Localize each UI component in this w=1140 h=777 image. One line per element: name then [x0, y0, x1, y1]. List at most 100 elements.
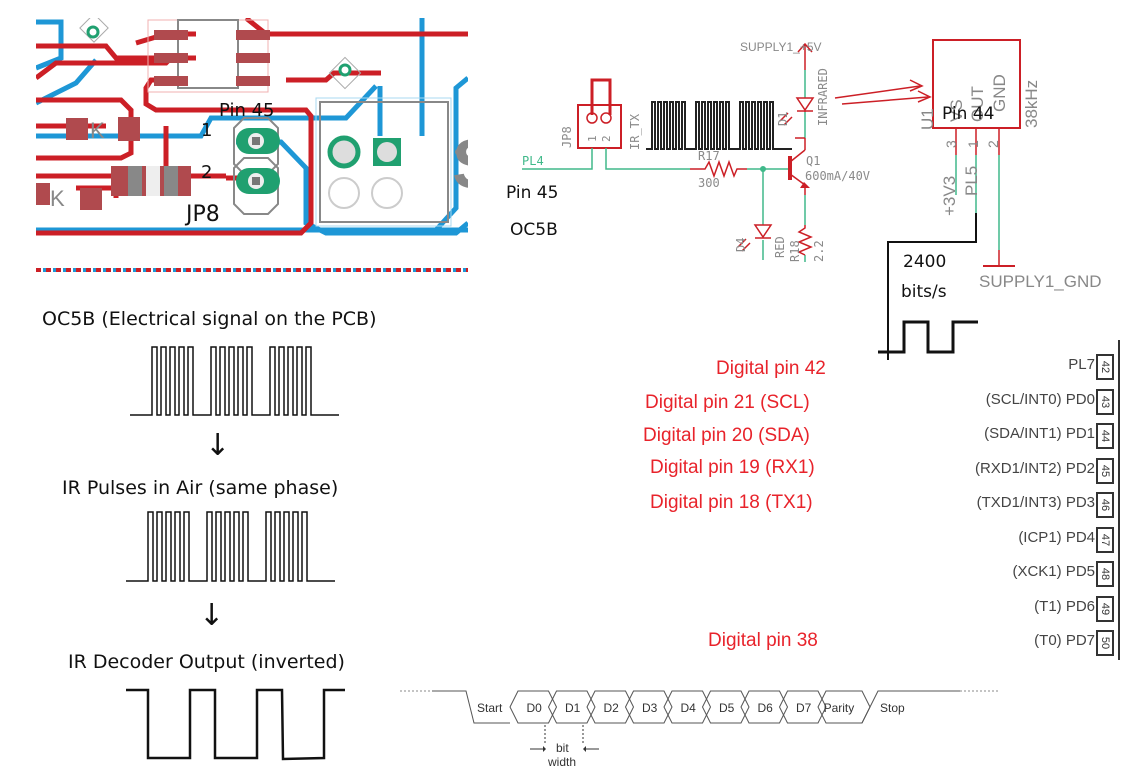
uart-field-d6: D6 — [757, 701, 773, 715]
port-pin-number-box: 49 — [1096, 595, 1114, 622]
d1-ref: D1 — [776, 111, 790, 126]
d4-value: RED — [773, 236, 787, 258]
digital-pin-label: Digital pin 20 (SDA) — [643, 425, 810, 446]
r17-ref: R17 — [698, 149, 720, 163]
arrow-down-icon: ↓ — [205, 428, 231, 463]
port-pin-number-box: 50 — [1096, 630, 1114, 656]
ir-pulses-waveform — [126, 511, 335, 582]
oc5b-waveform — [130, 346, 339, 416]
pcb-pad1-label: 1 — [201, 120, 213, 141]
uart-bit-cell — [586, 690, 635, 724]
uart-field-parity: Parity — [823, 701, 855, 715]
uart-field-d3: D3 — [641, 701, 658, 715]
port-pin-number-box: 46 — [1096, 492, 1114, 518]
uart-start-edge — [432, 690, 510, 724]
port-pin-number: 49 — [1099, 602, 1111, 615]
r18-ref: R18 — [788, 240, 802, 262]
decoder-title: IR Decoder Output (inverted) — [68, 651, 345, 673]
port-pin-name: (T1) PD6 — [1034, 597, 1095, 615]
port-pin-name: (ICP1) PD4 — [1018, 528, 1095, 546]
r18-value: 2.2 — [812, 240, 826, 262]
d1-value: INFRARED — [816, 68, 830, 126]
port-pin-name: (XCK1) PD5 — [1012, 563, 1095, 580]
pcb-pin-label: Pin 45 — [219, 100, 275, 121]
uart-bit-cell — [701, 690, 750, 724]
u1-pinnum-1: 1 — [965, 140, 981, 148]
uart-field-d1: D1 — [564, 701, 581, 715]
port-pin-name: (SCL/INT0) PD0 — [985, 390, 1095, 408]
port-pin-number: 50 — [1099, 636, 1111, 650]
pl4-net-label: PL4 — [522, 154, 544, 168]
sch-pin45-label: Pin 45 — [506, 183, 559, 203]
u1-pinnum-2: 2 — [985, 140, 1001, 148]
svg-text:S: S — [452, 125, 468, 203]
port-pin-number-box: 48 — [1096, 561, 1114, 587]
port-pin-name: PL7 — [1068, 356, 1095, 373]
mcu-body-edge — [1118, 340, 1120, 660]
jp8-sch-label: JP8 — [560, 126, 574, 148]
uart-bit-cell — [547, 690, 596, 724]
pcb-layout: K K S Pin 45 1 2 JP8 — [36, 18, 468, 276]
baud-unit: bits/s — [901, 282, 947, 302]
port-pin-number: 44 — [1099, 429, 1111, 443]
q1-ref: Q1 — [806, 154, 821, 168]
u1-freq: 38kHz — [1022, 79, 1041, 128]
port-pin-number: 43 — [1099, 395, 1111, 408]
digital-pin-label: Digital pin 21 (SCL) — [645, 392, 810, 413]
uart-frame-diagram: Start D0 D1 D2 D3 D4 D5 D6 D7 Parity Stop bit widt… — [400, 685, 1000, 775]
uart-field-stop: Stop — [880, 701, 905, 715]
oc5b-title: OC5B (Electrical signal on the PCB) — [42, 308, 377, 330]
q1-value: 600mA/40V — [805, 169, 871, 183]
u1-pinnum-3: 3 — [943, 140, 959, 148]
baud-value: 2400 — [903, 252, 947, 272]
port-pin-number-box: 43 — [1096, 388, 1114, 415]
uart-field-d0: D0 — [526, 701, 542, 715]
pcb-traces: K K S — [36, 18, 468, 272]
port-pin-number: 42 — [1099, 360, 1111, 374]
uart-bit-cell — [509, 690, 558, 724]
uart-field-d4: D4 — [680, 701, 696, 715]
r17-value: 300 — [698, 176, 720, 190]
ir-tx-label: IR_TX — [628, 113, 642, 150]
port-pin-number: 45 — [1099, 464, 1111, 477]
jp8-pin1-label: 1 — [586, 135, 599, 142]
port-pin-number-box: 47 — [1096, 526, 1114, 553]
svg-text:K: K — [90, 118, 105, 143]
digital-pin-label: Digital pin 42 — [716, 358, 826, 379]
port-pin-number-box: 45 — [1096, 457, 1114, 484]
port-pin-number-box: 42 — [1096, 354, 1114, 380]
uart-field-d2: D2 — [603, 701, 619, 715]
port-pin-number: 47 — [1099, 533, 1111, 546]
bit-width-label: bit — [556, 741, 569, 755]
u1-pin44-label: Pin 44 — [942, 104, 995, 124]
arrow-down-icon: ↓ — [199, 598, 225, 633]
port-pin-number-box: 44 — [1096, 423, 1114, 449]
port-pin-name: (RXD1/INT2) PD2 — [974, 459, 1095, 477]
decoder-output-waveform — [126, 688, 345, 761]
ir-schematic: SUPPLY1_+5V JP8 1 2 IR_TX PL4 Pin 45 OC5… — [500, 30, 1140, 360]
uart-bit-cell — [740, 690, 789, 724]
port-pin-number: 48 — [1099, 567, 1111, 581]
bit-width-label: width — [548, 755, 577, 769]
uart-stop-edge — [861, 690, 960, 724]
port-pin-name: (TXD1/INT3) PD3 — [976, 494, 1095, 511]
mcu-port-pins: PL7 42 (SCL/INT0) PD0 43 (SDA/INT1) PD1 44 (RX… — [880, 340, 1140, 660]
uart-frame-svg — [400, 690, 1000, 752]
ir-title: IR Pulses in Air (same phase) — [62, 477, 339, 499]
gnd-label: SUPPLY1_GND — [979, 272, 1102, 291]
digital-pin-label: Digital pin 19 (RX1) — [650, 457, 815, 478]
digital-pin-label: Digital pin 38 — [708, 630, 818, 651]
pl5-net-label: PL5 — [962, 165, 981, 196]
u1-ref: U1 — [918, 108, 937, 130]
schematic-wires — [522, 39, 1021, 360]
uart-field-d7: D7 — [795, 701, 812, 715]
uart-field-d5: D5 — [718, 701, 735, 715]
port-pin-name: (SDA/INT1) PD1 — [984, 425, 1095, 442]
uart-bit-cell — [624, 690, 673, 724]
supply-5v-label: SUPPLY1_+5V — [740, 40, 822, 54]
uart-field-start: Start — [477, 701, 503, 715]
uart-bit-cell — [663, 690, 712, 724]
digital-pin-label: Digital pin 18 (TX1) — [650, 492, 813, 513]
sch-oc5b-label: OC5B — [510, 220, 558, 240]
d4-ref: D4 — [734, 237, 748, 252]
